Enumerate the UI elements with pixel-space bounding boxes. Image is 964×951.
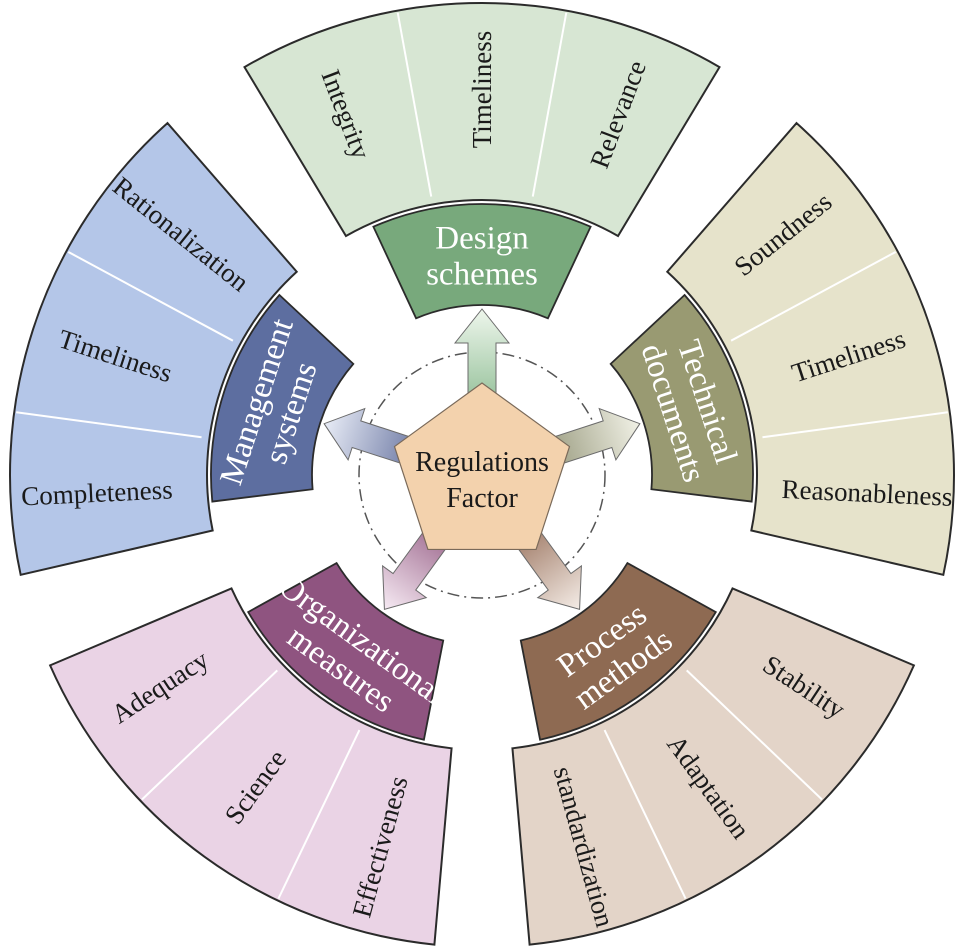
center-title-line-2: Factor xyxy=(446,483,518,514)
outer-band-shape-technical xyxy=(665,121,955,577)
inner-band-shape-process xyxy=(519,561,718,741)
center-title-line-1: Regulations xyxy=(415,447,549,478)
outer-band-shape-design xyxy=(243,2,721,238)
outer-divider-organizational-1 xyxy=(141,669,278,801)
outer-divider-organizational-2 xyxy=(277,729,361,900)
center-pentagon-group: Regulations Factor xyxy=(393,382,571,551)
outer-band-shape-process xyxy=(511,587,916,946)
inner-band-shape-management xyxy=(210,293,355,503)
inner-label-design-0: Design xyxy=(435,221,529,257)
inner-label-design-1: schemes xyxy=(426,257,538,293)
outer-divider-management-2 xyxy=(16,411,202,439)
inner-band-shape-design xyxy=(372,203,592,320)
outer-band-shape-management xyxy=(9,121,299,577)
outer-divider-management-1 xyxy=(67,251,234,342)
outer-divider-process-1 xyxy=(603,729,687,900)
outer-divider-design-1 xyxy=(531,12,568,197)
inner-ring: DesignschemesTechnicaldocumentsProcessme… xyxy=(210,203,754,741)
outer-divider-technical-2 xyxy=(730,251,897,342)
outer-divider-technical-1 xyxy=(762,411,948,439)
outer-divider-design-2 xyxy=(396,12,433,197)
outer-label-management-0: Completeness xyxy=(21,474,174,511)
inner-band-shape-organizational xyxy=(246,561,445,741)
inner-band-shape-technical xyxy=(609,293,754,503)
outer-label-design-1: Timeliness xyxy=(467,31,497,149)
center-pentagon xyxy=(393,382,571,551)
outer-divider-process-2 xyxy=(686,669,823,801)
outer-band-shape-organizational xyxy=(48,587,453,946)
